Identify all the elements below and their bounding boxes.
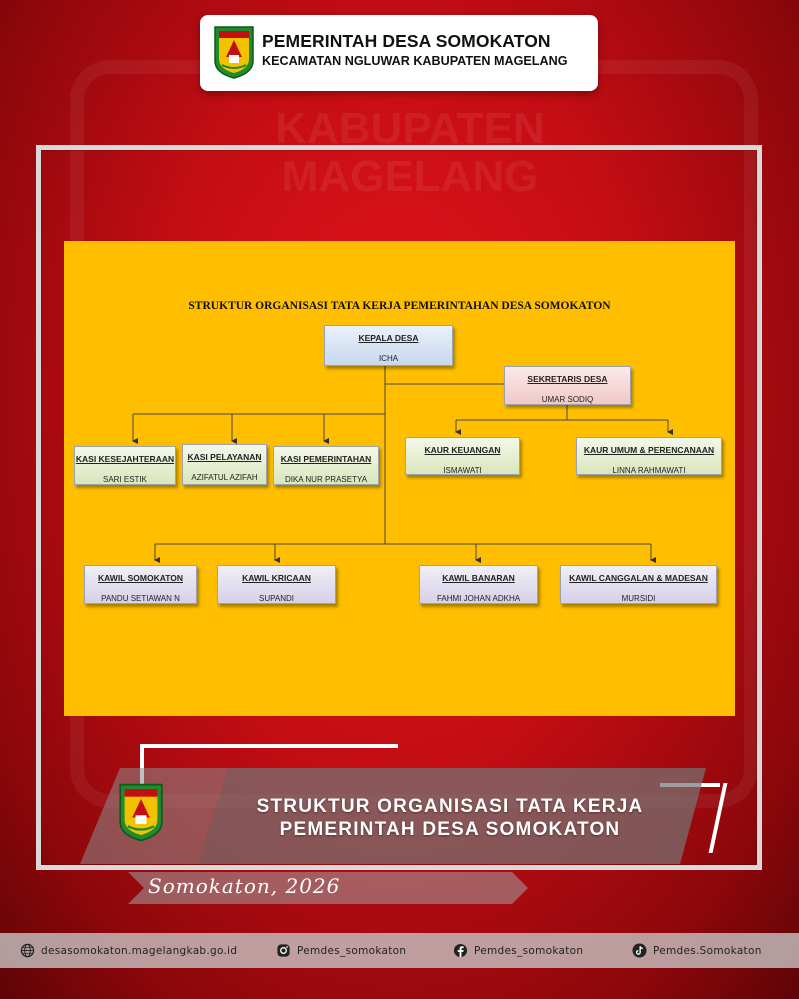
background-watermark-text: KABUPATEN MAGELANG bbox=[275, 104, 545, 201]
node-name: SARI ESTIK bbox=[102, 475, 147, 484]
node-title: KASI KESEJAHTERAAN bbox=[75, 454, 175, 464]
globe-icon bbox=[20, 943, 35, 958]
node-kasi-kesejahteraan: KASI KESEJAHTERAAN SARI ESTIK bbox=[74, 446, 176, 485]
node-title: KAWIL CANGGALAN & MADESAN bbox=[569, 573, 708, 583]
signature-bar bbox=[128, 872, 528, 904]
node-title: KAUR UMUM & PERENCANAAN bbox=[583, 445, 715, 455]
node-title: KAWIL KRICAAN bbox=[242, 573, 311, 583]
regency-shield-logo bbox=[214, 26, 254, 79]
node-name: MURSIDI bbox=[621, 594, 656, 603]
node-title: KAUR KEUANGAN bbox=[424, 445, 501, 455]
node-title: KAWIL SOMOKATON bbox=[98, 573, 183, 583]
node-name: DIKA NUR PRASETYA bbox=[284, 475, 368, 484]
footer-bar: desasomokaton.magelangkab.go.id Pemdes_s… bbox=[0, 933, 799, 968]
node-name: AZIFATUL AZIFAH bbox=[191, 473, 258, 482]
footer-facebook-text: Pemdes_somokaton bbox=[474, 944, 584, 957]
node-kepala-desa: KEPALA DESA ICHA bbox=[324, 325, 453, 366]
node-name: LINNA RAHMAWATI bbox=[612, 466, 686, 475]
org-chart-panel: STRUKTUR ORGANISASI TATA KERJA PEMERINTA… bbox=[64, 241, 735, 716]
facebook-icon bbox=[453, 943, 468, 958]
footer-website-text: desasomokaton.magelangkab.go.id bbox=[41, 944, 238, 957]
photo-frame bbox=[36, 145, 762, 870]
node-title: KEPALA DESA bbox=[358, 333, 419, 343]
node-title: SEKRETARIS DESA bbox=[527, 374, 608, 384]
org-chart-connectors bbox=[132, 366, 673, 563]
footer-instagram[interactable]: Pemdes_somokaton bbox=[276, 933, 406, 968]
header-card: PEMERINTAH DESA SOMOKATON KECAMATAN NGLU… bbox=[200, 15, 598, 91]
footer-tiktok[interactable]: Pemdes.Somokaton bbox=[632, 933, 762, 968]
node-title: KAWIL BANARAN bbox=[442, 573, 515, 583]
node-name: SUPANDI bbox=[259, 594, 294, 603]
banner-title: STRUKTUR ORGANISASI TATA KERJA PEMERINTA… bbox=[220, 795, 680, 841]
regency-shield-logo bbox=[119, 783, 163, 842]
node-name: UMAR SODIQ bbox=[541, 395, 594, 404]
header-title: PEMERINTAH DESA SOMOKATON bbox=[262, 31, 551, 51]
node-name: ISMAWATI bbox=[443, 466, 482, 475]
node-kawil-somokaton: KAWIL SOMOKATON PANDU SETIAWAN N bbox=[84, 565, 197, 604]
tiktok-icon bbox=[632, 943, 647, 958]
node-kawil-banaran: KAWIL BANARAN FAHMI JOHAN ADKHA bbox=[419, 565, 538, 604]
title-banner-front bbox=[198, 768, 706, 864]
node-title: KASI PELAYANAN bbox=[187, 452, 262, 462]
header-subtitle: KECAMATAN NGLUWAR KABUPATEN MAGELANG bbox=[262, 54, 568, 68]
decor-line-top-left bbox=[140, 744, 144, 788]
node-kasi-pemerintahan: KASI PEMERINTAHAN DIKA NUR PRASETYA bbox=[273, 446, 379, 485]
footer-instagram-text: Pemdes_somokaton bbox=[297, 944, 407, 957]
footer-facebook[interactable]: Pemdes_somokaton bbox=[453, 933, 583, 968]
node-title: KASI PEMERINTAHAN bbox=[280, 454, 372, 464]
node-name: PANDU SETIAWAN N bbox=[101, 594, 180, 603]
instagram-icon bbox=[277, 944, 290, 957]
node-name: ICHA bbox=[378, 354, 399, 363]
node-name: FAHMI JOHAN ADKHA bbox=[436, 594, 521, 603]
node-kawil-kricaan: KAWIL KRICAAN SUPANDI bbox=[217, 565, 336, 604]
node-kasi-pelayanan: KASI PELAYANAN AZIFATUL AZIFAH bbox=[182, 444, 267, 485]
signature-text: Somokaton, 2026 bbox=[148, 874, 341, 898]
title-banner-back bbox=[80, 768, 706, 864]
banner-title-line1: STRUKTUR ORGANISASI TATA KERJA bbox=[256, 796, 644, 817]
node-sekretaris-desa: SEKRETARIS DESA UMAR SODIQ bbox=[504, 366, 631, 405]
footer-tiktok-text: Pemdes.Somokaton bbox=[653, 944, 762, 957]
org-chart-title: STRUKTUR ORGANISASI TATA KERJA PEMERINTA… bbox=[188, 300, 611, 312]
node-kawil-canggalan-madesan: KAWIL CANGGALAN & MADESAN MURSIDI bbox=[560, 565, 717, 604]
banner-title-line2: PEMERINTAH DESA SOMOKATON bbox=[279, 819, 621, 840]
decor-line-top bbox=[140, 744, 398, 748]
node-kaur-keuangan: KAUR KEUANGAN ISMAWATI bbox=[405, 437, 520, 475]
node-kaur-umum-perencanaan: KAUR UMUM & PERENCANAAN LINNA RAHMAWATI bbox=[576, 437, 722, 475]
footer-website[interactable]: desasomokaton.magelangkab.go.id bbox=[20, 933, 237, 968]
